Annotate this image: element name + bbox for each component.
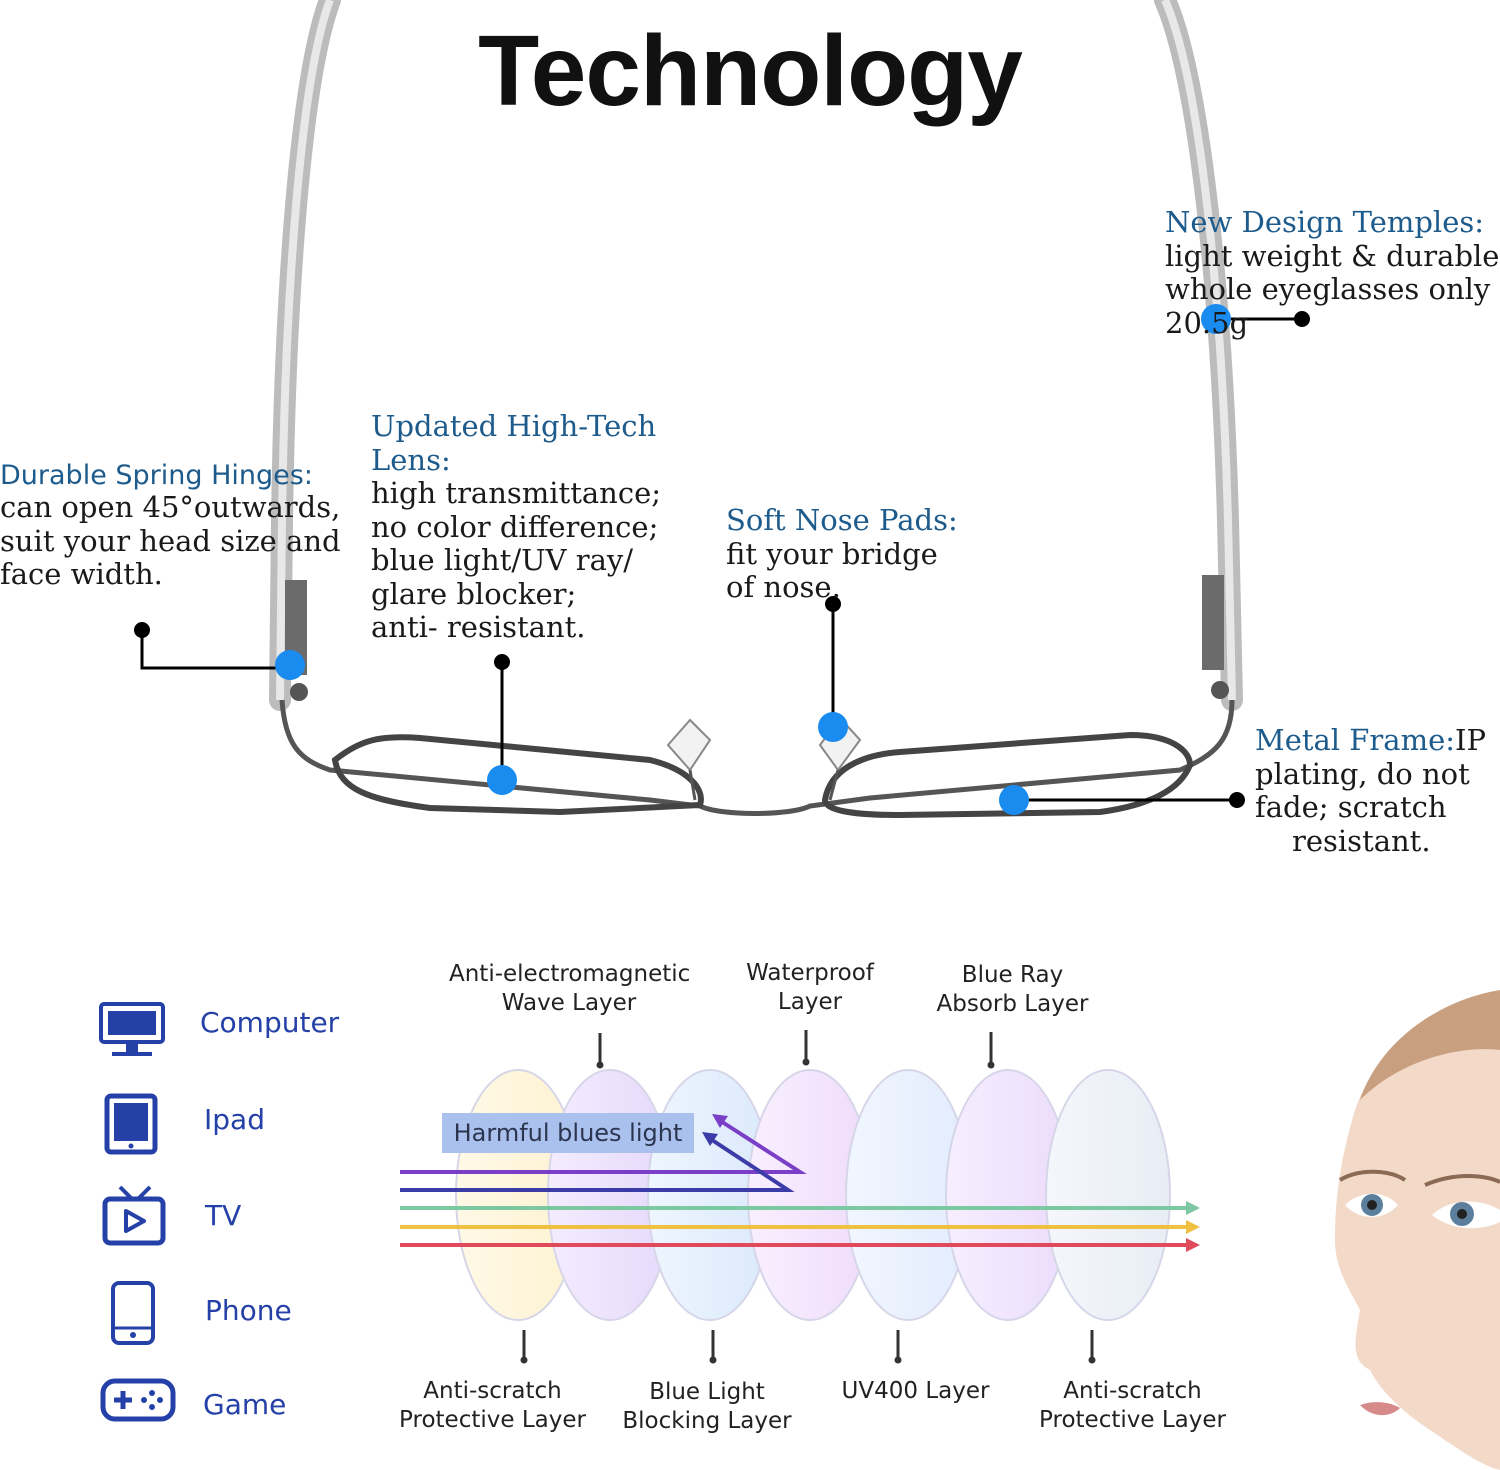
- nose-pads-heading: Soft Nose Pads:: [726, 503, 958, 537]
- hinges-heading: Durable Spring Hinges:: [0, 460, 313, 491]
- lens-heading: Lens:: [371, 442, 451, 477]
- layer-label-line: Absorb Layer: [936, 991, 1089, 1017]
- eyeglasses-illustration: [134, 0, 1310, 819]
- computer-icon: [99, 1002, 165, 1056]
- layer-label-line: Anti-electromagnetic: [449, 961, 691, 987]
- temples-line: 20.5g: [1165, 305, 1249, 340]
- hinges-line: face width.: [0, 557, 163, 591]
- lens-line: glare blocker;: [371, 576, 577, 611]
- layer-label-line: UV400 Layer: [841, 1378, 990, 1404]
- lens-callout: Updated High-Tech Lens: high transmittan…: [371, 409, 661, 645]
- lens-heading: Updated High-Tech: [371, 409, 657, 443]
- device-label: Game: [203, 1388, 287, 1421]
- device-label: Ipad: [204, 1103, 265, 1136]
- layer-label-uv400: UV400 Layer: [838, 1377, 993, 1406]
- harmful-light-label: Harmful blues light: [453, 1119, 683, 1147]
- lens-line: blue light/UV ray/: [371, 543, 634, 577]
- temples-line: light weight & durable,: [1165, 238, 1500, 273]
- nose-pads-line: fit your bridge: [726, 536, 938, 571]
- device-label: Computer: [200, 1006, 340, 1039]
- tv-icon: [102, 1185, 166, 1246]
- gamepad-icon: [100, 1378, 176, 1422]
- callout-lines: [140, 317, 1302, 802]
- frame-heading-tail: IP: [1455, 723, 1486, 757]
- layer-label-line: Protective Layer: [1039, 1407, 1226, 1433]
- layer-label-line: Protective Layer: [399, 1407, 586, 1433]
- layer-label-line: Waterproof: [746, 960, 874, 986]
- frame-callout: Metal Frame:IP plating, do not fade; scr…: [1255, 723, 1486, 858]
- temples-line: whole eyeglasses only: [1165, 272, 1491, 306]
- layer-label-line: Wave Layer: [501, 990, 637, 1016]
- nose-pads-callout: Soft Nose Pads: fit your bridge of nose.: [726, 503, 958, 605]
- hinges-callout: Durable Spring Hinges: can open 45°outwa…: [0, 460, 341, 592]
- layer-label-line: Blocking Layer: [622, 1408, 792, 1434]
- frame-line: fade; scratch: [1255, 790, 1447, 824]
- layer-label-line: Layer: [777, 989, 843, 1015]
- layer-label-anti-scratch-back: Anti-scratch Protective Layer: [1035, 1377, 1230, 1435]
- frame-heading: Metal Frame:: [1255, 723, 1455, 757]
- page-title: Technology: [478, 15, 1023, 127]
- hinges-line: can open 45°outwards,: [0, 490, 341, 524]
- temples-heading: New Design Temples:: [1165, 205, 1485, 239]
- phone-icon: [111, 1281, 155, 1345]
- layer-label-line: Anti-scratch: [423, 1378, 562, 1404]
- frame-line: resistant.: [1292, 823, 1431, 858]
- lens-line: high transmittance;: [371, 476, 661, 510]
- layer-label-anti-scratch-front: Anti-scratch Protective Layer: [395, 1377, 590, 1435]
- face-illustration: [1335, 990, 1500, 1470]
- layer-label-waterproof: Waterproof Layer: [740, 959, 880, 1017]
- device-label: TV: [205, 1199, 242, 1232]
- layer-label-line: Blue Light: [649, 1379, 765, 1405]
- frame-line: plating, do not: [1255, 756, 1470, 791]
- temples-callout: New Design Temples: light weight & durab…: [1165, 205, 1500, 340]
- hinges-line: suit your head size and: [0, 523, 341, 558]
- lens-line: no color difference;: [371, 509, 659, 544]
- tablet-icon: [104, 1093, 158, 1155]
- layer-label-blue-ray-absorb: Blue Ray Absorb Layer: [930, 961, 1095, 1019]
- lens-line: anti- resistant.: [371, 610, 586, 644]
- layer-label-anti-electromagnetic: Anti-electromagnetic Wave Layer: [449, 960, 691, 1018]
- layer-label-blue-light-blocking: Blue Light Blocking Layer: [617, 1378, 797, 1436]
- layer-label-line: Anti-scratch: [1063, 1378, 1202, 1404]
- layer-label-line: Blue Ray: [961, 962, 1064, 988]
- nose-pads-line: of nose.: [726, 570, 841, 604]
- device-label: Phone: [205, 1294, 292, 1327]
